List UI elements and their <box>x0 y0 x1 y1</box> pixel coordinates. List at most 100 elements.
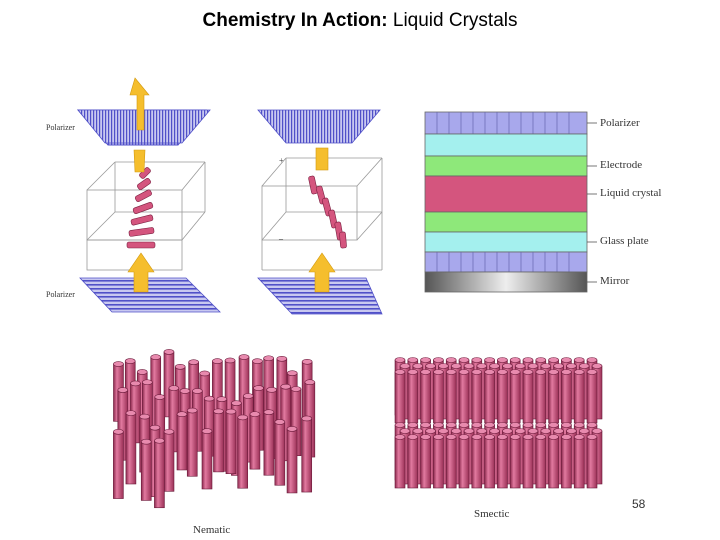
title-normal: Liquid Crystals <box>387 10 518 31</box>
rod-cap <box>458 369 470 375</box>
rod-cap <box>484 422 495 428</box>
stack-liquid-crystal <box>424 175 588 213</box>
rod-cap <box>471 357 483 363</box>
rod-cap <box>458 434 470 440</box>
rod-cap <box>407 422 419 428</box>
rod-cap <box>535 434 547 440</box>
cell-plus-sign: + <box>279 156 284 165</box>
rod-cap <box>433 357 444 363</box>
rod-cap <box>450 363 462 369</box>
rod-cap <box>252 358 263 364</box>
liquid-crystal-rod <box>497 371 508 424</box>
rod-cap <box>433 434 444 440</box>
rod-cap <box>573 422 585 428</box>
right-bottom-polarizer <box>257 277 383 315</box>
rod-cap <box>179 388 191 394</box>
rod-cap <box>150 354 162 360</box>
rod-cap <box>471 434 483 440</box>
rod-cap <box>154 437 165 444</box>
liquid-crystal-rod <box>561 371 572 424</box>
nematic-label: Nematic <box>193 524 231 536</box>
slide-title: Chemistry In Action: Liquid Crystals <box>0 10 720 32</box>
rod-cap <box>263 355 274 362</box>
rod-cap <box>280 383 292 390</box>
rod-cap <box>591 363 603 369</box>
cell-minus-sign: – <box>279 234 283 243</box>
rod-cap <box>502 428 513 434</box>
rod-cap <box>394 434 406 440</box>
smectic-rod-field <box>394 357 603 489</box>
rod-cap <box>573 369 585 375</box>
stack-label-electrode: Electrode <box>600 159 643 171</box>
rod-cap <box>394 357 406 363</box>
liquid-crystal-rod <box>201 430 213 490</box>
rod-cap <box>471 369 483 375</box>
liquid-crystal-rod <box>394 371 406 424</box>
liquid-crystal-rod <box>420 436 431 489</box>
nematic-rod-field <box>113 349 316 509</box>
rod-cap <box>399 428 411 434</box>
rod-cap <box>266 387 277 393</box>
rod-cap <box>304 379 316 386</box>
liquid-crystal-rod <box>471 436 483 489</box>
rod-cap <box>497 422 508 428</box>
rod-cap <box>301 415 313 422</box>
rod-cap <box>163 349 175 355</box>
page-number: 58 <box>632 497 646 511</box>
left-twisting-rods <box>126 167 156 249</box>
rod-cap <box>566 428 577 434</box>
bottom-polarizer-label: Polarizer <box>46 290 75 299</box>
liquid-crystal-rod <box>301 418 313 493</box>
rod-cap <box>535 369 547 375</box>
right-aligned-rods <box>308 175 347 249</box>
liquid-crystal-rod <box>263 411 275 476</box>
stack-label-mirror: Mirror <box>600 275 630 287</box>
rod-cap <box>586 422 598 428</box>
rod-cap <box>192 388 203 394</box>
rod-cap <box>425 428 436 434</box>
rod-cap <box>548 434 559 440</box>
rod-cap <box>561 422 572 428</box>
liquid-crystal-rod <box>154 440 165 509</box>
right-light-arrows <box>308 147 336 293</box>
stack-leader-lines <box>587 122 597 283</box>
liquid-crystal-rod <box>407 371 419 424</box>
rod-cap <box>561 434 572 440</box>
rod-cap <box>471 422 483 428</box>
rod-cap <box>489 428 500 434</box>
rod-cap <box>463 363 475 369</box>
rod-cap <box>420 434 431 440</box>
liquid-crystal-rod <box>176 413 188 471</box>
rod-cap <box>124 358 136 364</box>
rod-cap <box>433 422 444 428</box>
liquid-crystal-rod <box>394 436 406 489</box>
rod-cap <box>509 357 521 363</box>
rod-cap <box>238 354 250 360</box>
rod-cap <box>484 357 495 363</box>
liquid-crystal-rod <box>407 436 419 489</box>
rod-cap <box>186 407 198 414</box>
rod-cap <box>412 363 424 369</box>
stack-label-glass-plate: Glass plate <box>600 235 649 247</box>
liquid-crystal-rod <box>471 371 483 424</box>
rod-cap <box>203 395 215 402</box>
liquid-crystal-rod <box>458 371 470 424</box>
liquid-crystal-rod <box>237 417 248 489</box>
rod-cap <box>142 379 153 386</box>
liquid-crystal-rod <box>535 371 547 424</box>
rod-cap <box>274 419 286 425</box>
rod-cap <box>216 396 228 402</box>
rod-cap <box>445 357 457 363</box>
rod-cap <box>407 357 419 363</box>
rod-cap <box>497 434 508 440</box>
rod-cap <box>117 387 129 393</box>
rod-cap <box>522 434 534 440</box>
liquid-crystal-rod <box>274 421 286 486</box>
rod-cap <box>425 363 436 369</box>
rod-cap <box>249 411 261 417</box>
liquid-crystal-rod <box>522 371 534 424</box>
rod-cap <box>578 363 590 369</box>
rod-cap <box>163 428 175 435</box>
